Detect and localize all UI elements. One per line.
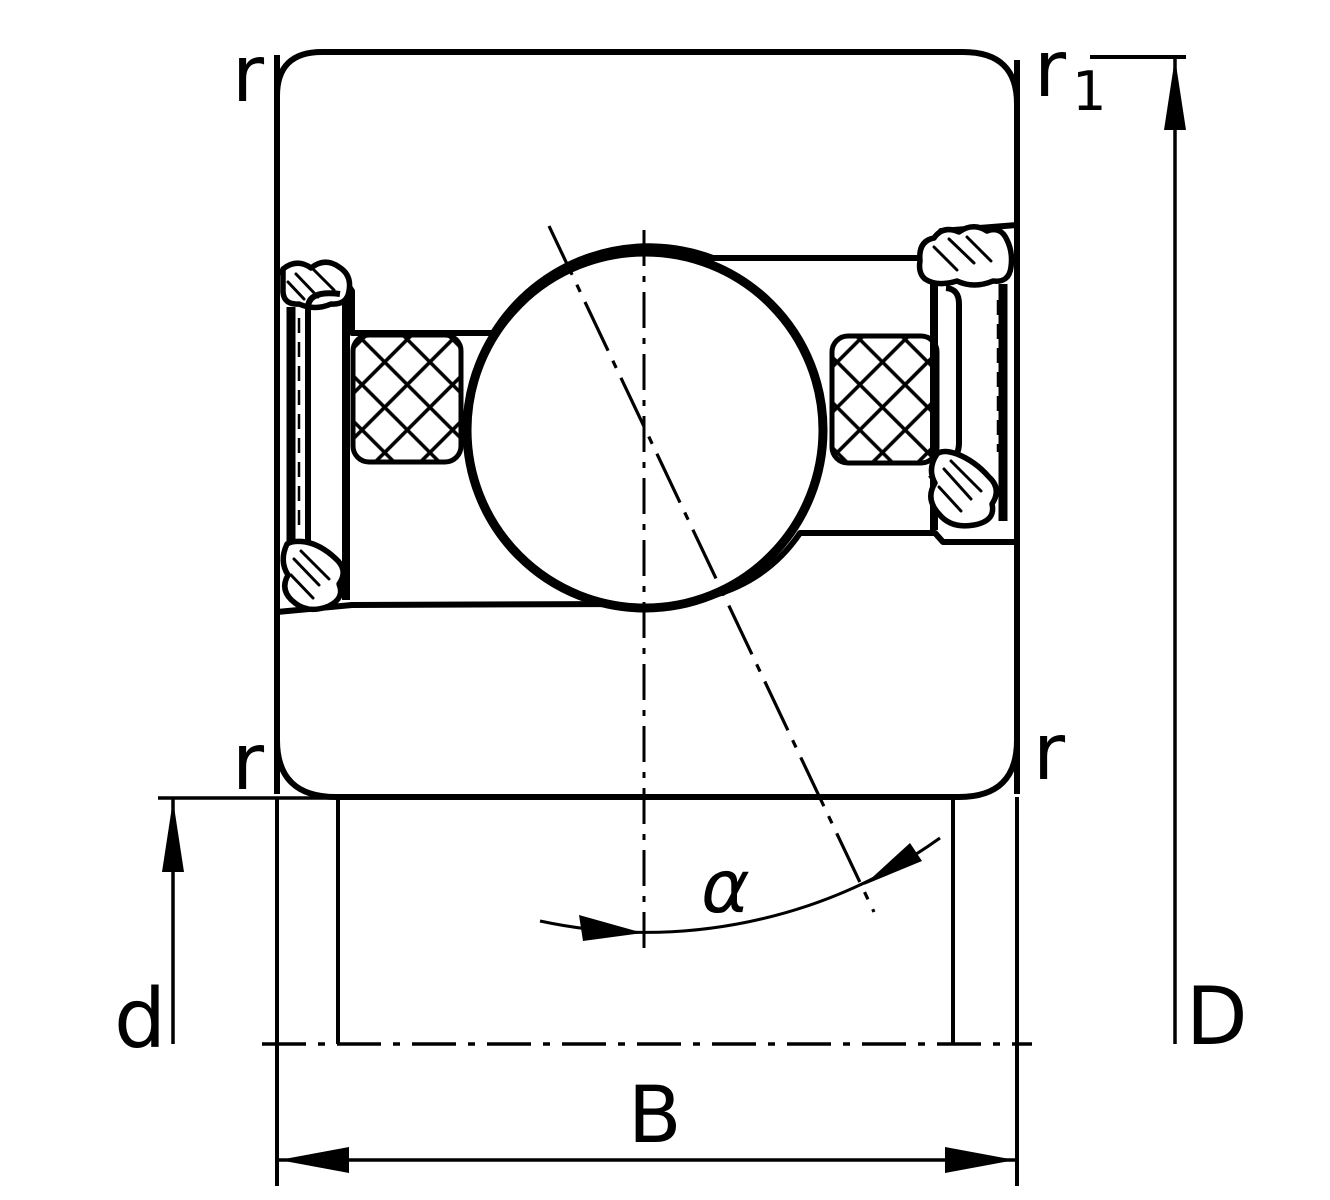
D-arrowhead-icon	[1164, 58, 1186, 130]
seal-right	[916, 224, 1015, 529]
dimension-d	[158, 796, 955, 1044]
seal-left-anchor	[280, 259, 353, 311]
label-width: B	[628, 1071, 682, 1161]
label-chamfer-bottom-left: r	[232, 718, 265, 808]
B-arrowhead-left-icon	[279, 1147, 349, 1173]
label-chamfer-top-right: r 1	[1034, 25, 1107, 123]
label-bore-diameter: d	[114, 972, 166, 1067]
cage-section-left	[350, 332, 464, 465]
B-arrowhead-right-icon	[945, 1147, 1015, 1173]
label-outside-diameter: D	[1186, 970, 1248, 1063]
seal-left-lip-foot	[280, 538, 346, 613]
alpha-arrowhead-right-icon	[864, 843, 922, 885]
label-chamfer-bottom-right: r	[1033, 708, 1066, 798]
seal-right-anchor-hatch	[932, 235, 993, 272]
label-chamfer-top-left: r	[232, 30, 265, 120]
cage-section-right	[829, 333, 940, 466]
seal-left-foot-hatch	[289, 549, 331, 600]
dimension-alpha	[539, 836, 941, 941]
seal-right-foot-hatch	[937, 459, 983, 513]
seal-left	[280, 259, 353, 613]
dimension-B	[275, 797, 1019, 1186]
d-arrowhead-icon	[162, 800, 184, 872]
contact-angle-line	[547, 225, 876, 913]
label-contact-angle: α	[701, 844, 750, 930]
alpha-arrowhead-left-icon	[579, 915, 643, 941]
dimension-D	[1090, 55, 1186, 1044]
